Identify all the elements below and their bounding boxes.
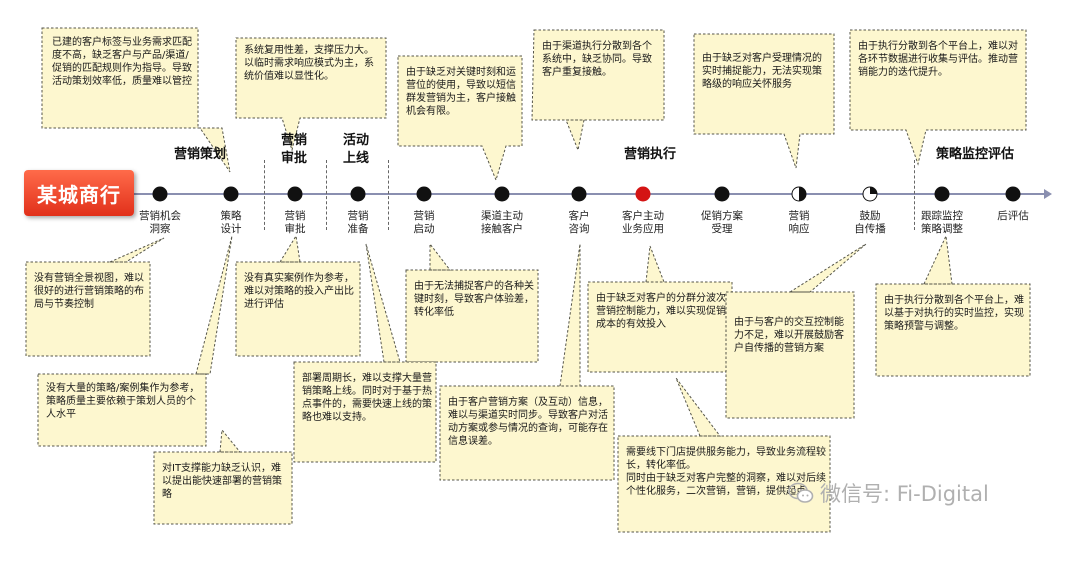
timeline-node-label-7: 客户主动 业务应用 (622, 210, 664, 235)
callout-shape-c16 (153, 428, 293, 525)
timeline-node-9 (791, 186, 807, 202)
callout-c4: 由于渠道执行分散到各个系统中，缺乏协同。导致客户重复接触。 (542, 41, 652, 78)
callout-shape-c12 (37, 235, 233, 447)
timeline-node-label-4: 营销 启动 (413, 210, 435, 235)
timeline-node-label-11: 跟踪监控 策略调整 (921, 210, 963, 235)
callout-c1: 已建的客户标签与业务需求匹配度不高，缺乏客户与产品/渠道/促销的匹配规则作为指导… (52, 37, 192, 87)
timeline-node-label-6: 客户 咨询 (568, 210, 590, 235)
timeline-node-8 (714, 186, 730, 202)
callout-shape-c11 (875, 234, 1031, 377)
timeline-node-label-0: 营销机会 洞察 (139, 210, 181, 235)
callout-shape-c6 (849, 29, 1027, 166)
timeline-node-label-5: 渠道主动 接触客户 (481, 210, 523, 235)
timeline-node-label-9: 营销 响应 (788, 210, 810, 235)
timeline-node-2 (287, 186, 303, 202)
callout-c7: 没有营销全景视图，难以很好的进行营销策略的布局与节奏控制 (34, 273, 144, 310)
callout-shape-c9 (405, 242, 539, 363)
callout-shape-c8 (235, 234, 361, 357)
callout-shape-c17 (617, 377, 831, 533)
timeline-node-0 (152, 186, 168, 202)
phase-strategy: 营销策划 (173, 147, 226, 162)
callout-c17: 需要线下门店提供服务能力，导致业务流程较长，转化率低。 同时由于缺乏对客户完整的… (626, 447, 826, 497)
callout-shape-c4 (531, 29, 665, 152)
timeline-node-label-3: 营销 准备 (347, 210, 369, 235)
watermark: 微信号: Fi-Digital (788, 478, 989, 508)
callout-c11: 由于执行分散到各个平台上，难以基于对执行的实时监控，实现策略预警与调整。 (884, 295, 1024, 332)
callout-shape-c13 (293, 243, 437, 463)
timeline-node-6 (571, 186, 587, 202)
timeline-node-label-8: 促销方案 受理 (701, 210, 743, 235)
phase-approval: 营销 审批 (280, 133, 307, 166)
callout-c9: 由于无法捕捉客户的各种关键时刻，导致客户体验差，转化率低 (414, 281, 534, 318)
timeline-node-label-2: 营销 审批 (284, 210, 306, 235)
timeline-node-label-12: 后评估 (997, 210, 1029, 222)
callout-c5: 由于缺乏对客户受理情况的实时捕捉能力，无法实现策略级的响应关怀服务 (702, 53, 822, 90)
timeline-node-7 (635, 186, 651, 202)
callout-shape-c2 (235, 37, 387, 152)
timeline-node-3 (350, 186, 366, 202)
callout-c8: 没有真实案例作为参考，难以对策略的投入产出比进行评估 (244, 273, 354, 310)
callout-shape-c1 (41, 27, 231, 173)
timeline-node-4 (416, 186, 432, 202)
timeline-node-1 (223, 186, 239, 202)
callout-c10: 由于缺乏对客户的分群分波次营销控制能力，难以实现促销成本的有效投入 (596, 293, 726, 330)
phase-execution: 营销执行 (623, 147, 676, 162)
timeline-arrowhead (1044, 189, 1052, 199)
phase-launch: 活动 上线 (342, 133, 369, 166)
timeline-node-5 (494, 186, 510, 202)
timeline-node-label-1: 策略 设计 (220, 210, 242, 235)
callout-c16: 对IT支撑能力缺乏认识，难以提出能快速部署的营销策略 (162, 463, 282, 500)
timeline-node-label-10: 鼓励 自传播 (854, 210, 886, 235)
brand-badge: 某城商行 (24, 170, 134, 216)
timeline-node-10 (862, 186, 878, 202)
callout-c6: 由于执行分散到各个平台上，难以对各环节数据进行收集与评估。推动营销能力的迭代提升… (858, 41, 1018, 78)
wechat-icon (788, 482, 814, 503)
timeline-node-12 (1005, 186, 1021, 202)
callout-c3: 由于缺乏对关键时刻和运营位的使用，导致以短信群发营销为主，客户接触机会有限。 (406, 67, 516, 117)
timeline-node-11 (934, 186, 950, 202)
phase-divider (264, 160, 265, 230)
phase-divider (914, 160, 915, 230)
callout-c15: 由于客户营销方案（及互动）信息，难以与渠道实时同步。导致客户对活动方案或参与情况… (448, 397, 608, 447)
phase-monitor: 策略监控评估 (935, 147, 1014, 162)
phase-divider (388, 160, 389, 230)
callout-c2: 系统复用性差，支撑压力大。 以临时需求响应模式为主，系统价值难以显性化。 (244, 45, 374, 82)
callout-shape-c7 (25, 237, 165, 357)
callout-shape-c3 (397, 55, 523, 182)
callout-c13: 部署周期长，难以支撑大量营销策略上线。同时对于基于热点事件的，需要快速上线的策略… (302, 373, 432, 423)
callout-shape-c5 (693, 33, 835, 169)
callout-shape-c15 (439, 243, 615, 481)
callout-c12: 没有大量的策略/案例集作为参考，策略质量主要依赖于策划人员的个人水平 (46, 383, 200, 420)
phase-divider (326, 160, 327, 230)
callout-shape-c14 (725, 243, 867, 419)
callout-c14: 由于与客户的交互控制能力不足，难以开展鼓励客户自传播的营销方案 (734, 317, 844, 354)
watermark-text: 微信号: Fi-Digital (820, 482, 989, 506)
